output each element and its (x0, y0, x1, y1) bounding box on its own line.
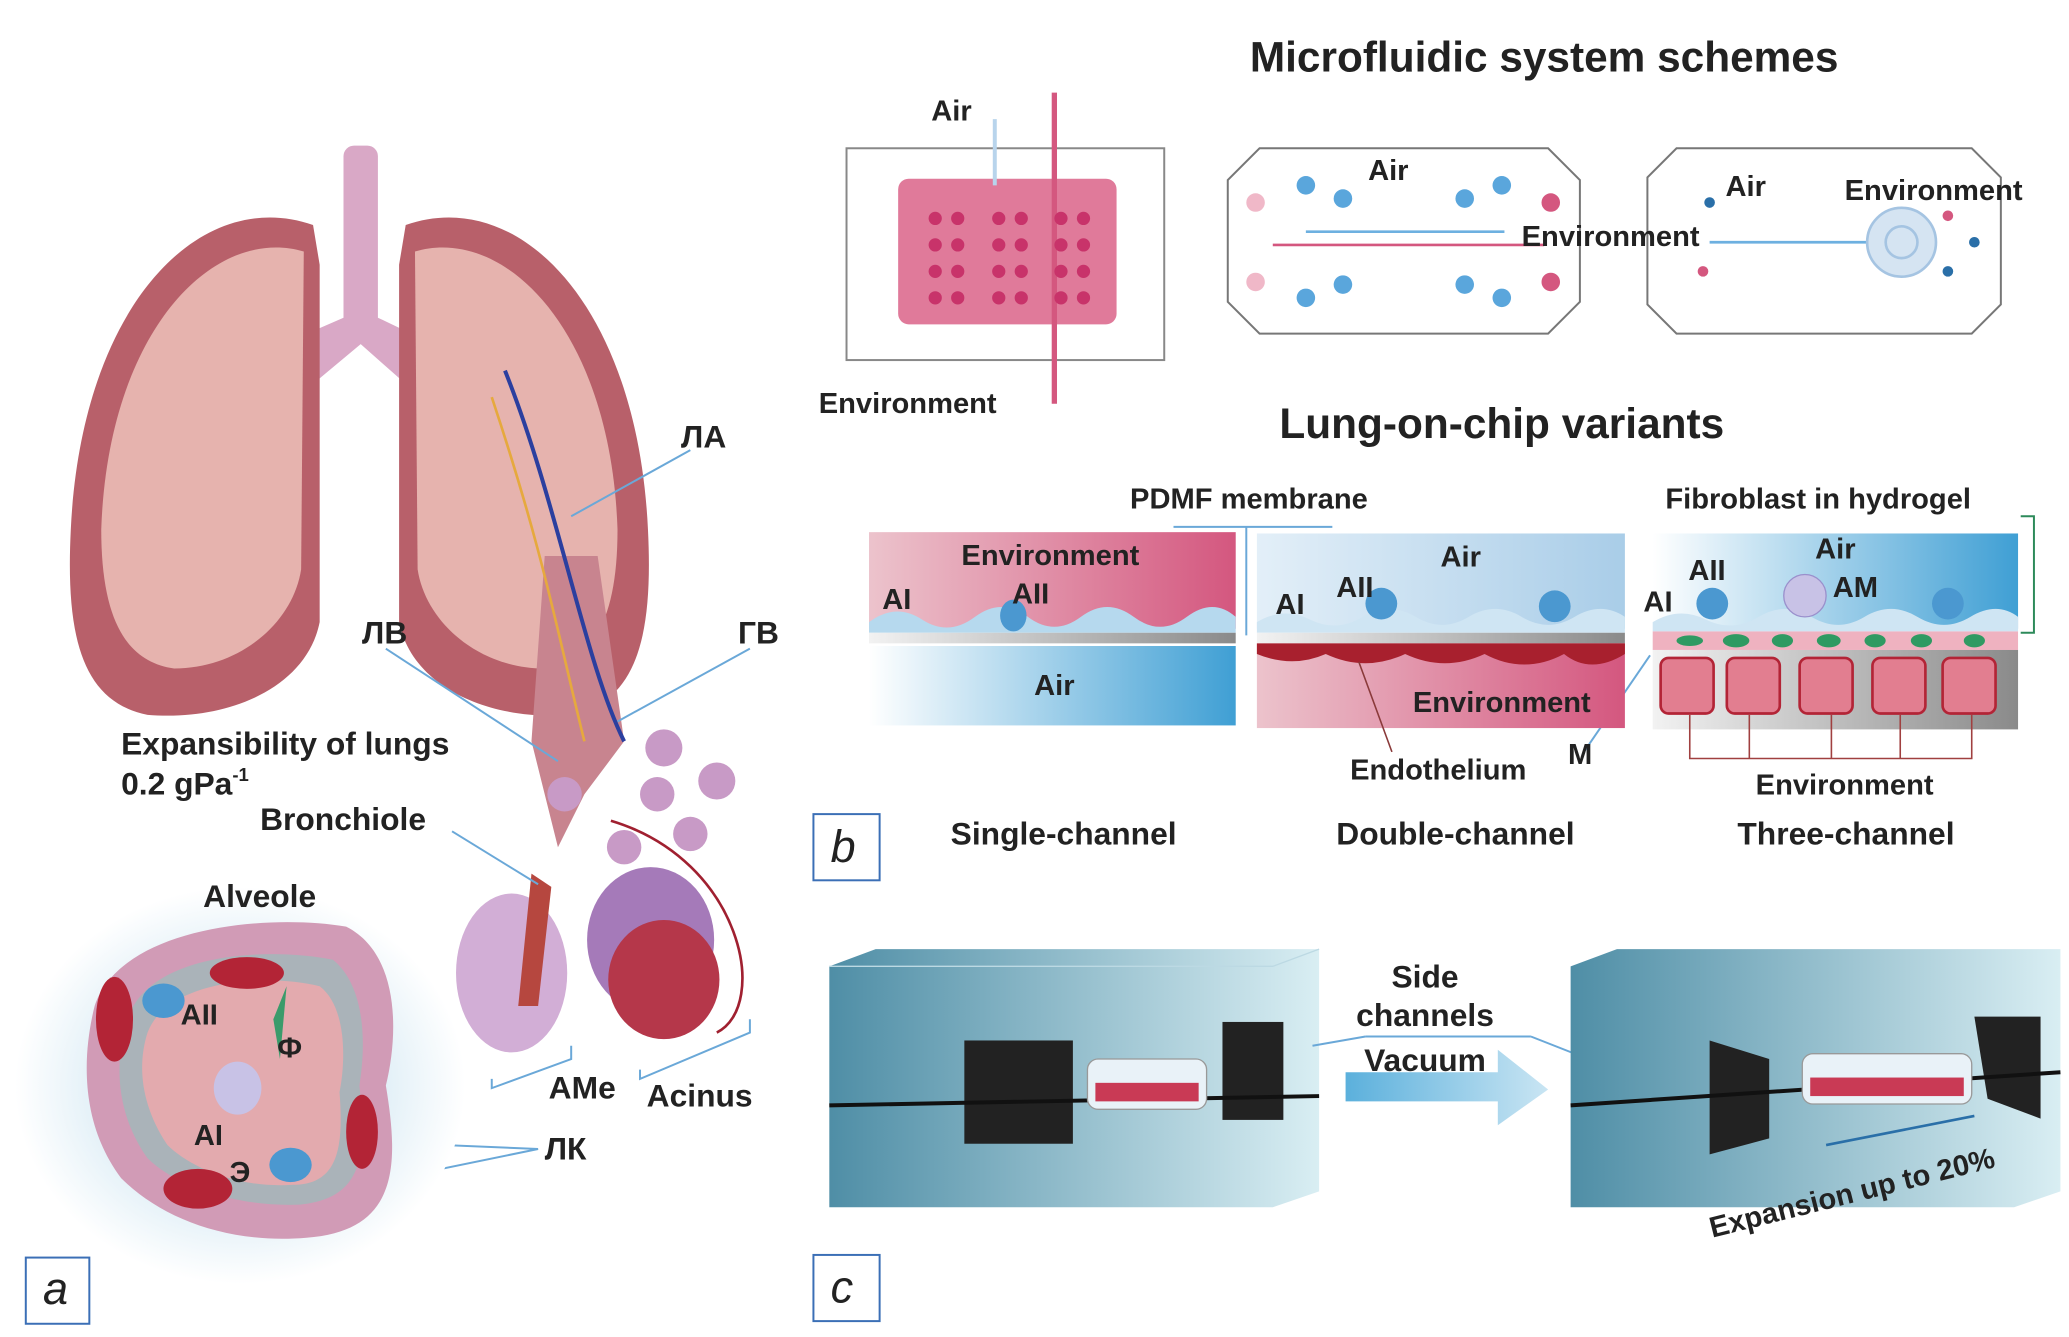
label-bronchiole: Bronchiole (260, 801, 426, 837)
three-am-label: AM (1833, 572, 1878, 604)
scheme1-environment-label: Environment (819, 388, 997, 420)
side-channels-label-line1: Side (1391, 959, 1458, 995)
label-acinus: Acinus (647, 1078, 753, 1114)
three-ai-label: AI (1643, 587, 1672, 619)
double-channel-diagram: AI AII Air Environment Endothelium M Dou… (1256, 533, 1625, 852)
double-aii-label: AII (1336, 572, 1373, 604)
double-air-label: Air (1441, 542, 1481, 574)
single-aii-label: AII (1012, 579, 1049, 611)
label-la: ЛА (681, 418, 726, 454)
side-channels-label-line2: channels (1356, 997, 1494, 1033)
panel-b-letter: b (831, 821, 856, 872)
scheme2-air-label: Air (1368, 155, 1408, 187)
endothelium-label: Endothelium (1350, 755, 1526, 787)
three-channel-diagram: AI AII Air AM Environment Three-channel (1643, 533, 2019, 852)
double-environment-label: Environment (1413, 687, 1591, 719)
three-environment-label: Environment (1756, 769, 1934, 801)
scheme2-environment-label: Environment (1522, 221, 1700, 253)
vacuum-label: Vacuum (1364, 1042, 1486, 1078)
scheme3-environment-label: Environment (1845, 175, 2023, 207)
scheme-2: Air (1226, 147, 1581, 335)
alveole-illustration (15, 886, 466, 1285)
panel-c: Side channels Vacuum Expansion up to 20%… (812, 948, 2061, 1323)
label-f: Ф (277, 1033, 302, 1065)
scheme-1: Air Environment (819, 92, 1166, 420)
label-lv: ЛВ (362, 614, 407, 650)
fibroblast-label: Fibroblast in hydrogel (1665, 483, 1971, 515)
panel-a: ЛА ЛВ ГВ Expansibility of lungs 0.2 gPa-… (15, 145, 779, 1325)
label-ame: AMe (549, 1070, 616, 1106)
fibroblast-bracket (2020, 515, 2035, 634)
label-gv: ГВ (738, 614, 779, 650)
panel-c-letter: c (831, 1262, 854, 1313)
panel-a-letter-box (24, 1256, 91, 1325)
single-environment-label: Environment (961, 540, 1139, 572)
pdmf-membrane-label: PDMF membrane (1130, 483, 1368, 515)
single-channel-caption: Single-channel (951, 816, 1177, 852)
three-air-label: Air (1815, 534, 1855, 566)
single-air-label: Air (1034, 670, 1074, 702)
double-channel-caption: Double-channel (1336, 816, 1574, 852)
panel-b: Microfluidic system schemes Air Environm… (812, 33, 2035, 882)
panel-b-letter-box (812, 813, 881, 882)
scheme3-air-label: Air (1726, 171, 1766, 203)
microfluidic-title: Microfluidic system schemes (1250, 33, 1839, 80)
m-label: M (1568, 739, 1592, 771)
three-channel-caption: Three-channel (1737, 816, 1954, 852)
double-ai-label: AI (1275, 589, 1304, 621)
label-ai: AI (194, 1120, 223, 1152)
single-ai-label: AI (882, 584, 911, 616)
vacuum-arrow (1345, 1049, 1549, 1126)
label-e: Э (230, 1157, 251, 1189)
chip-relaxed (829, 948, 1320, 1208)
label-expansibility: Expansibility of lungs (121, 726, 449, 762)
chip-stretched (1570, 949, 2061, 1208)
label-aii: AII (181, 1000, 218, 1032)
panel-a-letter: a (43, 1263, 68, 1314)
scheme1-air-label: Air (931, 95, 971, 127)
lungs-illustration (69, 145, 744, 1053)
label-alveole: Alveole (203, 878, 316, 914)
scheme-3: Air Environment (1646, 147, 2023, 335)
single-channel-diagram: Environment AI AII Air (869, 532, 1236, 726)
variants-title: Lung-on-chip variants (1279, 400, 1724, 447)
label-lk: ЛК (545, 1131, 587, 1167)
three-aii-label: AII (1688, 555, 1725, 587)
panel-c-letter-box (812, 1253, 881, 1323)
label-expansibility-value: 0.2 gPa-1 (121, 764, 249, 801)
